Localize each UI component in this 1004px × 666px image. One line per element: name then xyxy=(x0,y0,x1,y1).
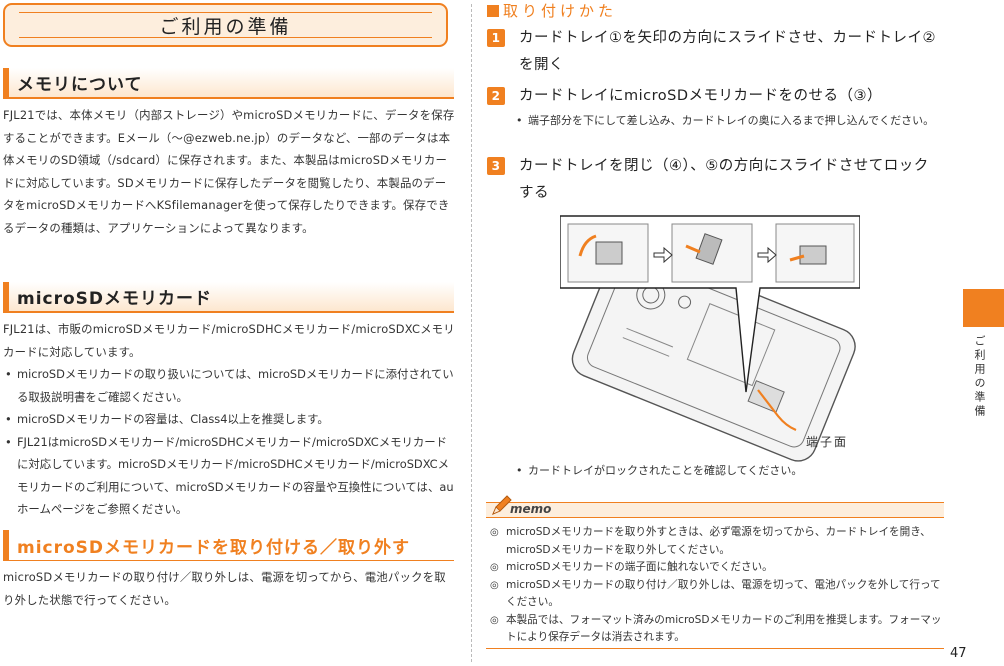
step-1: 1 カードトレイ①を矢印の方向にスライドさせ、カードトレイ②を開く xyxy=(487,25,942,79)
memo-box: memo microSDメモリカードを取り外すときは、必ず電源を切ってから、カー… xyxy=(486,495,944,650)
list-item: microSDメモリカードの取り付け／取り外しは、電源を切って、電池パックを外し… xyxy=(490,577,944,612)
step-2-note: 端子部分を下にして差し込み、カードトレイの奥に入るまで押し込んでください。 xyxy=(514,110,944,131)
step-2: 2 カードトレイにmicroSDメモリカードをのせる（③） xyxy=(487,83,942,110)
chapter-title: ご利用の準備 xyxy=(159,15,292,38)
subheading-install: 取り付けかた xyxy=(487,0,617,21)
step-3: 3 カードトレイを閉じ（④）、⑤の方向にスライドさせてロックする xyxy=(487,153,942,207)
section-title-microsd: microSDメモリカード xyxy=(17,289,213,309)
step-number: 1 xyxy=(487,29,505,47)
section-heading-microsd: microSDメモリカード xyxy=(3,282,454,313)
memory-paragraph: FJL21では、本体メモリ（内部ストレージ）やmicroSDメモリカードに、デー… xyxy=(3,108,455,235)
memo-header: memo xyxy=(486,495,944,518)
section-title-install: microSDメモリカードを取り付ける／取り外す xyxy=(17,537,411,558)
step-number: 3 xyxy=(487,157,505,175)
list-item: FJL21はmicroSDメモリカード/microSDHCメモリカード/micr… xyxy=(3,431,455,521)
section-heading-install: microSDメモリカードを取り付ける／取り外す xyxy=(3,530,454,561)
side-tab-label: ご利用の準備 xyxy=(973,335,986,419)
phone-illustration xyxy=(560,215,860,462)
microsd-paragraph: FJL21は、市販のmicroSDメモリカード/microSDHCメモリカード/… xyxy=(3,322,455,359)
memo-list: microSDメモリカードを取り外すときは、必ず電源を切ってから、カードトレイを… xyxy=(490,524,944,647)
list-item: microSDメモリカードを取り外すときは、必ず電源を切ってから、カードトレイを… xyxy=(490,524,944,559)
list-item: 本製品では、フォーマット済みのmicroSDメモリカードのご利用を推奨します。フ… xyxy=(490,612,944,647)
page-number: 47 xyxy=(950,646,967,661)
chapter-side-tab xyxy=(963,289,1004,327)
memo-label: memo xyxy=(510,502,552,516)
pencil-icon xyxy=(492,495,512,515)
list-item: microSDメモリカードの取り扱いについては、microSDメモリカードに添付… xyxy=(3,363,455,408)
terminal-label: 端子面 xyxy=(806,435,849,449)
step-text: カードトレイ①を矢印の方向にスライドさせ、カードトレイ②を開く xyxy=(519,30,936,73)
column-divider xyxy=(471,4,472,662)
step-3-note: カードトレイがロックされたことを確認してください。 xyxy=(514,460,944,481)
chapter-title-box: ご利用の準備 xyxy=(3,3,448,47)
list-item: microSDメモリカードの端子面に触れないでください。 xyxy=(490,559,944,577)
microsd-bullets: microSDメモリカードの取り扱いについては、microSDメモリカードに添付… xyxy=(3,363,455,521)
section-title-memory: メモリについて xyxy=(17,75,143,95)
section-heading-memory: メモリについて xyxy=(3,68,454,99)
install-paragraph: microSDメモリカードの取り付け／取り外しは、電源を切ってから、電池パックを… xyxy=(3,570,446,607)
step-text: カードトレイにmicroSDメモリカードをのせる（③） xyxy=(519,88,883,104)
step-number: 2 xyxy=(487,87,505,105)
step-text: カードトレイを閉じ（④）、⑤の方向にスライドさせてロックする xyxy=(519,158,929,201)
subheading-text: 取り付けかた xyxy=(503,2,618,20)
square-icon xyxy=(487,5,499,17)
list-item: microSDメモリカードの容量は、Class4以上を推奨します。 xyxy=(3,408,455,431)
